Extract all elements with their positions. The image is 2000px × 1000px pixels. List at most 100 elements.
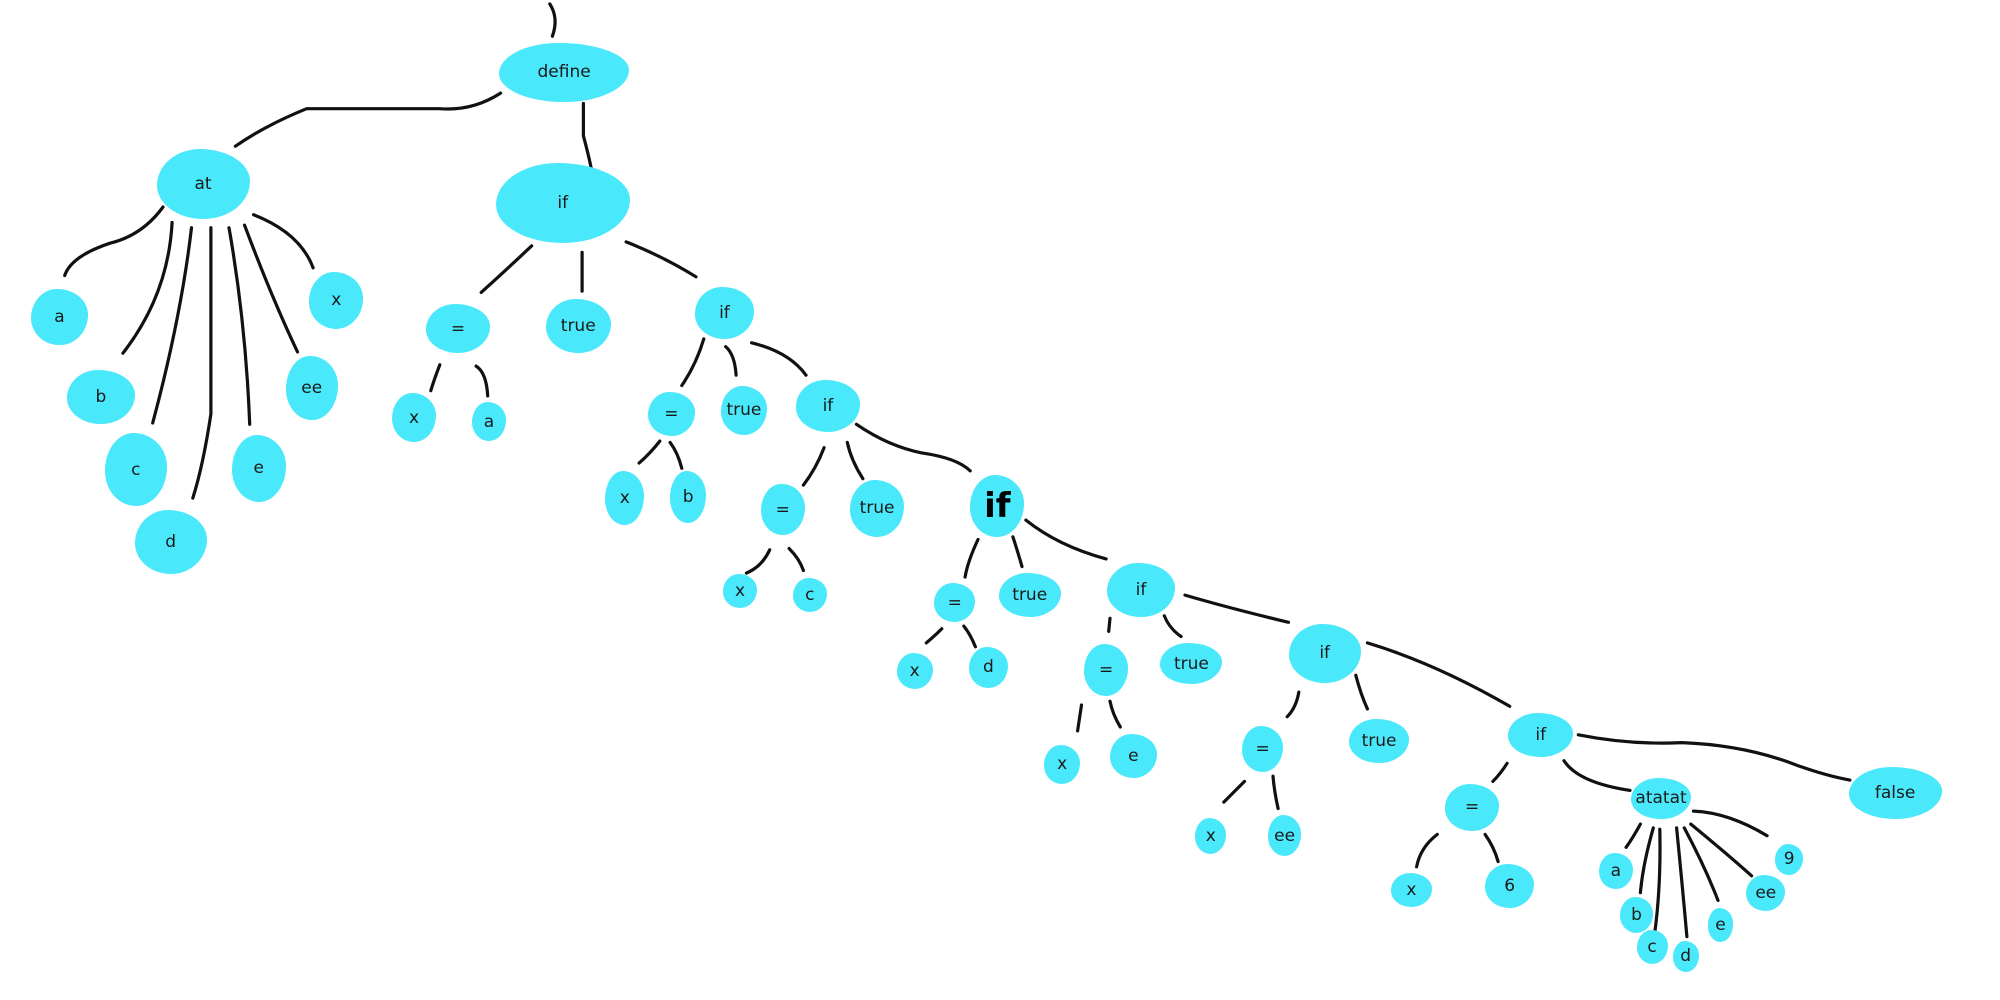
node-eq-2: = [648, 392, 695, 436]
tree-edge-14 [429, 363, 442, 393]
tree-edge-17 [724, 345, 738, 377]
node-true-4: true [998, 573, 1061, 618]
tree-edges [63, 2, 1852, 939]
tree-edge-34 [1076, 703, 1084, 733]
tree-edge-18 [750, 341, 808, 377]
tree-edge-40 [1271, 774, 1280, 811]
node-true-3: true [849, 479, 905, 537]
node-if-6: if [1288, 623, 1361, 683]
tree-edge-29 [924, 627, 944, 645]
node-eq-5: = [1084, 644, 1129, 696]
node-false: false [1848, 767, 1942, 819]
node-eq-3: = [760, 483, 805, 536]
node-atatat: atatat [1631, 777, 1691, 819]
node-if-5: if [1107, 562, 1175, 617]
node-eq-1-x: x [392, 393, 436, 443]
tree-edge-37 [1354, 673, 1369, 711]
node-true-6: true [1349, 719, 1409, 764]
tree-edge-47 [1638, 826, 1655, 895]
tree-edge-38 [1365, 641, 1512, 708]
tree-edge-50 [1682, 826, 1720, 902]
node-atatat-arg-c: c [1636, 930, 1668, 964]
tree-edge-44 [1415, 832, 1439, 869]
tree-edge-25 [787, 546, 805, 573]
node-eq-4: = [934, 583, 976, 623]
node-eq-7-x: x [1390, 873, 1433, 907]
tree-edge-8 [227, 226, 252, 426]
tree-edge-51 [1689, 822, 1754, 878]
tree-edge-19 [637, 439, 662, 465]
node-atatat-arg-e: e [1707, 908, 1734, 942]
node-if-4: if [970, 474, 1025, 537]
tree-edge-30 [962, 624, 977, 649]
node-atatat-arg-9: 9 [1774, 843, 1804, 875]
tree-edge-35 [1108, 699, 1122, 729]
tree-edge-13 [624, 240, 698, 279]
tree-edge-26 [963, 537, 980, 579]
node-at-arg-a: a [31, 288, 88, 346]
node-eq-6-x: x [1195, 817, 1227, 854]
node-define: define [499, 42, 629, 103]
node-at-arg-b: b [67, 370, 135, 425]
tree-edge-41 [1491, 761, 1509, 783]
tree-edge-21 [801, 446, 826, 487]
tree-edge-15 [474, 364, 490, 398]
tree-edge-23 [854, 422, 972, 473]
tree-edge-11 [479, 244, 534, 294]
node-at: at [156, 148, 250, 219]
node-eq-6: = [1241, 725, 1284, 773]
node-eq-4-x: x [896, 653, 933, 690]
node-if-1: if [495, 163, 630, 244]
tree-edge-10 [252, 213, 315, 270]
tree-edge-49 [1675, 826, 1689, 939]
tree-edge-1 [548, 2, 557, 38]
tree-edge-4 [63, 205, 165, 278]
tree-edge-48 [1653, 827, 1662, 936]
tree-edge-20 [668, 440, 684, 470]
node-atatat-arg-a: a [1599, 852, 1633, 889]
node-atatat-arg-d: d [1672, 940, 1699, 972]
node-eq-2-test: b [670, 470, 707, 523]
tree-edge-45 [1483, 832, 1500, 864]
tree-edge-24 [744, 548, 772, 575]
tree-edge-42 [1562, 759, 1632, 792]
node-at-arg-e: e [231, 434, 286, 502]
node-at-arg-d: d [134, 509, 207, 575]
node-eq-1: = [425, 304, 491, 354]
tree-edge-3 [581, 101, 593, 170]
node-eq-3-test: c [793, 578, 827, 612]
tree-edge-36 [1285, 690, 1301, 719]
tree-edge-7 [191, 226, 213, 500]
node-eq-7: = [1445, 784, 1500, 831]
tree-edge-32 [1162, 614, 1183, 639]
tree-edge-39 [1222, 779, 1247, 804]
node-eq-7-test: 6 [1485, 864, 1535, 909]
node-at-arg-c: c [104, 433, 167, 506]
tree-edge-28 [1024, 518, 1108, 561]
node-eq-4-test: d [969, 646, 1008, 689]
node-true-1: true [545, 298, 611, 354]
node-at-arg-x: x [309, 271, 364, 329]
node-if-7: if [1508, 712, 1574, 757]
node-true-5: true [1160, 642, 1223, 685]
tree-edge-43 [1576, 733, 1852, 782]
tree-edge-9 [242, 223, 300, 354]
node-at-arg-ee: ee [285, 355, 338, 421]
node-if-3: if [795, 380, 861, 432]
tree-edge-16 [680, 337, 706, 388]
node-eq-2-x: x [605, 470, 645, 526]
tree-edge-52 [1691, 809, 1769, 838]
node-atatat-arg-b: b [1619, 896, 1654, 933]
tree-edge-33 [1183, 593, 1291, 624]
node-eq-5-x: x [1044, 745, 1081, 784]
tree-edge-6 [151, 226, 194, 425]
node-eq-6-test: ee [1267, 815, 1302, 857]
tree-edge-5 [121, 220, 174, 355]
node-eq-3-x: x [723, 574, 757, 608]
tree-edge-22 [845, 440, 865, 481]
node-atatat-arg-ee: ee [1746, 874, 1786, 911]
node-true-2: true [720, 385, 768, 435]
node-if-2: if [694, 287, 755, 339]
tree-edge-2 [233, 91, 503, 148]
